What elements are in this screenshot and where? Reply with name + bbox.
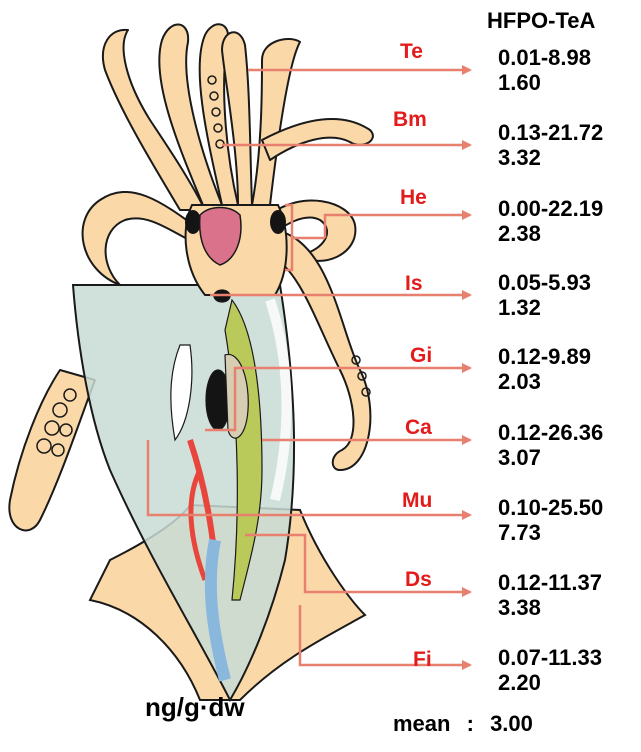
value-block-he: 0.00-22.19 2.38	[498, 196, 603, 246]
range-is: 0.05-5.93	[498, 270, 591, 295]
range-ds: 0.12-11.37	[498, 570, 602, 595]
value-block-is: 0.05-5.93 1.32	[498, 270, 591, 320]
mean-is: 1.32	[498, 295, 591, 320]
range-bm: 0.13-21.72	[498, 120, 603, 145]
value-block-ca: 0.12-26.36 3.07	[498, 420, 603, 470]
mean-gi: 2.03	[498, 369, 591, 394]
mean-bm: 3.32	[498, 145, 603, 170]
range-gi: 0.12-9.89	[498, 344, 591, 369]
range-ca: 0.12-26.36	[498, 420, 603, 445]
overall-mean-value: 3.00	[490, 711, 533, 737]
tissue-label-he: He	[400, 186, 427, 210]
mean-mu: 7.73	[498, 520, 603, 545]
value-block-mu: 0.10-25.50 7.73	[498, 495, 603, 545]
range-te: 0.01-8.98	[498, 45, 591, 70]
unit-label: ng/g·dw	[145, 692, 245, 723]
value-block-fi: 0.07-11.33 2.20	[498, 645, 602, 695]
value-block-gi: 0.12-9.89 2.03	[498, 344, 591, 394]
tissue-label-bm: Bm	[393, 108, 427, 132]
tissue-label-ds: Ds	[405, 568, 432, 592]
mean-ca: 3.07	[498, 445, 603, 470]
overall-mean-separator: :	[467, 711, 474, 737]
mean-he: 2.38	[498, 221, 603, 246]
compound-header: HFPO-TeA	[487, 8, 595, 34]
range-he: 0.00-22.19	[498, 196, 603, 221]
overall-mean: mean : 3.00	[393, 711, 533, 737]
mean-te: 1.60	[498, 70, 591, 95]
mean-fi: 2.20	[498, 670, 602, 695]
mean-ds: 3.38	[498, 595, 602, 620]
tissue-label-gi: Gi	[410, 344, 432, 368]
tissue-label-ca: Ca	[405, 416, 432, 440]
range-fi: 0.07-11.33	[498, 645, 602, 670]
overall-mean-label: mean	[393, 711, 450, 737]
tissue-label-is: Is	[405, 272, 423, 296]
tissue-label-te: Te	[400, 40, 423, 64]
value-block-te: 0.01-8.98 1.60	[498, 45, 591, 95]
range-mu: 0.10-25.50	[498, 495, 603, 520]
value-block-bm: 0.13-21.72 3.32	[498, 120, 603, 170]
tissue-label-fi: Fi	[413, 648, 432, 672]
value-block-ds: 0.12-11.37 3.38	[498, 570, 602, 620]
tissue-label-mu: Mu	[402, 489, 432, 513]
